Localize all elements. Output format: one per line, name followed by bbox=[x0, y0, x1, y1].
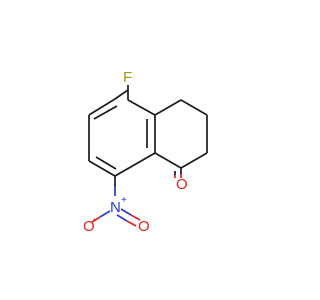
bond-n-o-minus-red bbox=[91, 216, 101, 223]
bond-n-o-double-red-a bbox=[130, 214, 141, 221]
bond-c7-c8 bbox=[88, 160, 116, 177]
bond-c4-c3 bbox=[180, 99, 208, 116]
bond-c5-c6 bbox=[88, 98, 116, 116]
bond-n-o-double-blue-b bbox=[116, 214, 128, 222]
atom-oxygen-nitro-double: O bbox=[138, 218, 150, 235]
bond-n-o-minus-blue bbox=[99, 210, 111, 218]
bond-c4a-c4 bbox=[154, 99, 182, 116]
bond-c7-c8-double bbox=[95, 156, 117, 170]
molecule-structure: F N + O - O O bbox=[83, 69, 208, 235]
bond-c8-c8a bbox=[114, 152, 156, 177]
bond-c6-c6-double bbox=[93, 105, 118, 120]
atom-fluorine: F bbox=[123, 69, 132, 86]
bond-c2-c1 bbox=[180, 152, 208, 169]
atom-oxygen-nitro-single: O bbox=[83, 218, 95, 235]
atom-oxygen-ketone: O bbox=[176, 176, 188, 193]
bond-n-o-double-red-b bbox=[126, 220, 137, 227]
atom-nitrogen-charge: + bbox=[121, 195, 127, 206]
bond-c4a-c5-ring bbox=[127, 99, 156, 116]
bond-c1-c8a bbox=[154, 152, 182, 169]
bond-c4a-c5 bbox=[114, 89, 129, 100]
bond-n-o-double-blue-a bbox=[120, 208, 132, 216]
atom-oxygen-nitro-single-charge: - bbox=[93, 214, 96, 225]
atom-nitrogen: N bbox=[110, 199, 121, 216]
